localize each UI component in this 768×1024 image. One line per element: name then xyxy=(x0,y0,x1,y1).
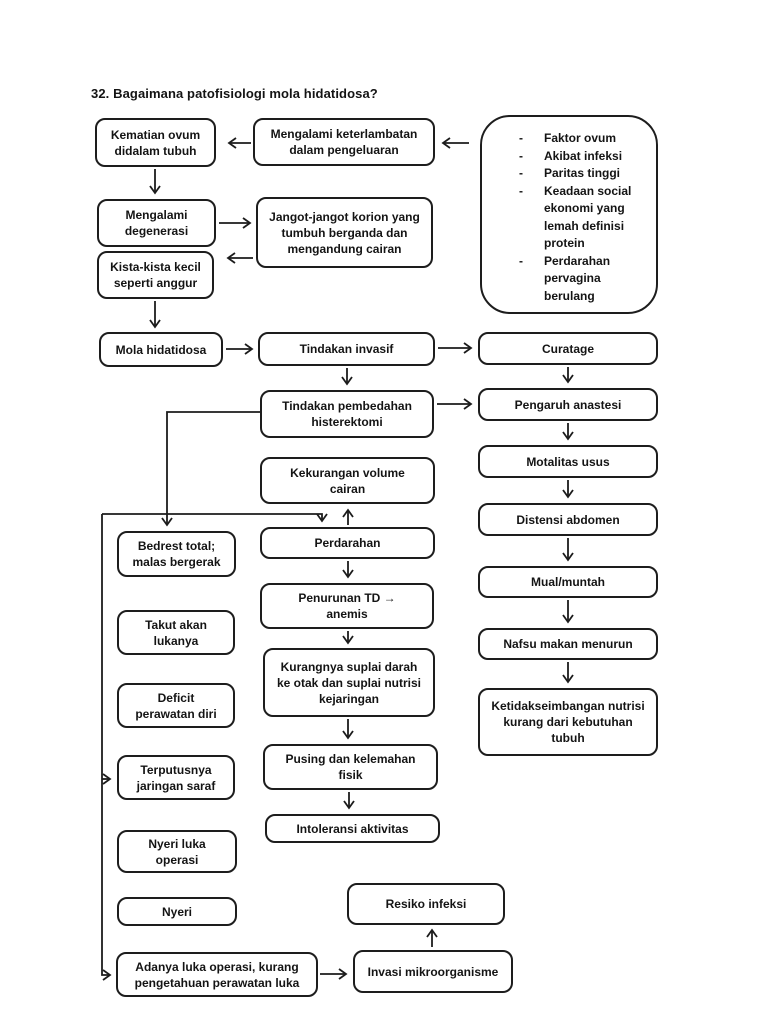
node-kekurangan-volume: Kekurangan volume cairan xyxy=(260,457,435,504)
factor-item-label: Paritas tinggi xyxy=(544,166,621,180)
node-bedrest: Bedrest total; malas bergerak xyxy=(117,531,236,577)
dash-bullet: - xyxy=(519,183,523,198)
node-kurangnya-suplai: Kurangnya suplai darah ke otak dan supla… xyxy=(263,648,435,717)
node-pusing: Pusing dan kelemahan fisik xyxy=(263,744,438,790)
factor-item: - Keadaan social ekonomi yang lemah defi… xyxy=(519,183,650,253)
node-keterlambatan: Mengalami keterlambatan dalam pengeluara… xyxy=(253,118,435,166)
node-curatage: Curatage xyxy=(478,332,658,365)
node-mual-muntah: Mual/muntah xyxy=(478,566,658,598)
node-nafsu-makan: Nafsu makan menurun xyxy=(478,628,658,660)
node-resiko-infeksi: Resiko infeksi xyxy=(347,883,505,925)
factor-item: - Faktor ovum xyxy=(519,130,650,148)
node-kematian-ovum: Kematian ovum didalam tubuh xyxy=(95,118,216,167)
factor-item-label: Akibat infeksi xyxy=(544,148,623,163)
node-pengaruh-anastesi: Pengaruh anastesi xyxy=(478,388,658,421)
factor-item: - Paritas tinggi xyxy=(519,165,650,183)
node-takut: Takut akan lukanya xyxy=(117,610,235,655)
node-tindakan-invasif: Tindakan invasif xyxy=(258,332,435,366)
node-pembedahan: Tindakan pembedahan histerektomi xyxy=(260,390,434,438)
factor-item: - Akibat infeksi xyxy=(519,148,650,166)
factor-item: - Perdarahan pervagina berulang xyxy=(519,253,650,306)
node-nyeri-luka: Nyeri luka operasi xyxy=(117,830,237,873)
arrow-leftline-to-adanya xyxy=(101,514,112,981)
dash-bullet: - xyxy=(519,166,523,180)
node-distensi-abdomen: Distensi abdomen xyxy=(478,503,658,536)
node-faktor-list: - Faktor ovum - Akibat infeksi - Paritas… xyxy=(480,115,658,314)
node-perdarahan: Perdarahan xyxy=(260,527,435,559)
node-terputusnya: Terputusnya jaringan saraf xyxy=(117,755,235,800)
arrow-leftline-to-perdarahan xyxy=(102,513,328,523)
node-adanya-luka: Adanya luka operasi, kurang pengetahuan … xyxy=(116,952,318,997)
dash-bullet: - xyxy=(519,148,523,163)
factor-item-label: Faktor ovum xyxy=(544,131,617,145)
factor-item-label: Perdarahan pervagina berulang xyxy=(544,253,611,303)
node-mola-hidatidosa: Mola hidatidosa xyxy=(99,332,223,367)
node-intoleransi: Intoleransi aktivitas xyxy=(265,814,440,843)
arrow-pembedahan-to-bedrest xyxy=(161,411,260,527)
page-title: 32. Bagaimana patofisiologi mola hidatid… xyxy=(91,86,378,101)
node-degenerasi: Mengalami degenerasi xyxy=(97,199,216,247)
node-nyeri: Nyeri xyxy=(117,897,237,926)
node-deficit: Deficit perawatan diri xyxy=(117,683,235,728)
dash-bullet: - xyxy=(519,131,523,145)
node-penurunan-td: Penurunan TD → anemis xyxy=(260,583,434,629)
node-invasi-mikro: Invasi mikroorganisme xyxy=(353,950,513,993)
node-kista-kecil: Kista-kista kecil seperti anggur xyxy=(97,251,214,299)
factor-item-label: Keadaan social ekonomi yang lemah defini… xyxy=(544,183,632,251)
dash-bullet: - xyxy=(519,253,523,268)
node-motalitas-usus: Motalitas usus xyxy=(478,445,658,478)
node-ketidakseimbangan: Ketidakseimbangan nutrisi kurang dari ke… xyxy=(478,688,658,756)
node-jangot-korion: Jangot-jangot korion yang tumbuh bergand… xyxy=(256,197,433,268)
